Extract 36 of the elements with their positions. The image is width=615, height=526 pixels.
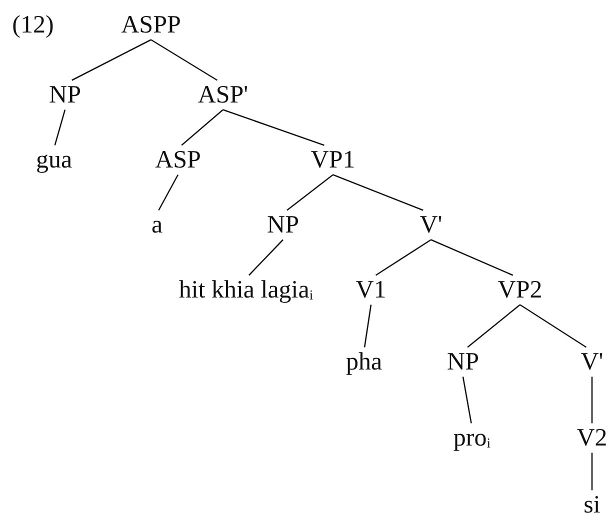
category-label: NP [267,211,299,239]
category-label: V' [420,211,442,239]
word-label: pha [346,348,382,376]
category-label: V' [580,348,604,376]
category-label: ASP [155,146,201,174]
tree-branch [158,174,179,211]
word-label: gua [36,146,72,174]
tree-branch [181,109,224,146]
tree-branch [248,239,284,276]
tree-branch [54,110,66,146]
tree-branch [150,39,218,81]
word-label: hit khia lagia$_{i}$ [178,276,314,304]
category-label: VP2 [498,276,542,304]
tree-branch [467,304,520,348]
category-label: NP [49,81,81,109]
category-label: NP [447,348,479,376]
category-label: VP1 [310,146,356,174]
tree-branch [375,239,432,276]
category-label: V2 [576,424,608,452]
tree-branch [286,174,334,211]
category-label: ASP' [198,81,248,109]
tree-branch [462,376,472,424]
category-label: V1 [356,276,386,304]
example-number: (12) [12,11,54,39]
tree-branch [430,239,514,276]
tree-branch [364,304,372,348]
tree-branch [591,452,593,490]
tree-branch [222,109,324,146]
category-label: ASPP [121,11,181,39]
tree-branch [591,376,593,424]
word-label: pro$_{i}$ [453,424,491,452]
tree-branch [332,174,424,211]
word-label: si [584,491,600,519]
tree-branch [520,304,587,348]
word-label: a [151,211,163,239]
tree-branch [72,39,152,81]
